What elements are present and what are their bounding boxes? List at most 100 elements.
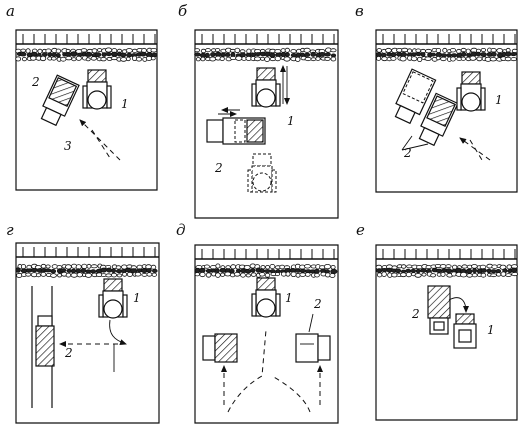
gravel-stone (475, 51, 481, 57)
gravel-stone (399, 56, 407, 62)
gravel-stone (234, 47, 241, 54)
gravel-stone (500, 271, 507, 277)
excavator-cab (256, 277, 276, 291)
gravel-stone (51, 52, 57, 57)
gravel-stone (70, 51, 78, 57)
gravel-stone (214, 48, 221, 52)
excavation-face-b (194, 34, 338, 62)
gravel-stone (209, 56, 217, 62)
gravel-stone (510, 267, 518, 273)
gravel-stone (76, 272, 83, 278)
label-truck-2: 2 (411, 307, 420, 321)
gravel-stone (233, 271, 241, 277)
gravel-stone (410, 56, 418, 62)
gravel-stone (415, 52, 422, 57)
gravel-stone (490, 48, 497, 53)
gravel-stone (35, 273, 42, 278)
gravel-stone (430, 273, 437, 278)
gravel-stone (141, 272, 148, 277)
gravel-stone (376, 272, 383, 278)
truck-divider (234, 119, 246, 143)
excavation-face-e (375, 249, 519, 278)
gravel-stone (253, 56, 261, 62)
gravel-stone (198, 267, 206, 273)
leader-lines-2 (401, 135, 429, 151)
gravel-stone (15, 267, 21, 273)
gravel-stone (445, 268, 453, 274)
panel-label-g: г (6, 221, 14, 239)
gravel-stone (116, 273, 123, 278)
excavation-face-v (375, 34, 518, 63)
gravel-stone (205, 272, 212, 278)
gravel-stone (471, 273, 478, 278)
gravel-stone (146, 268, 152, 273)
gravel-stone (440, 53, 448, 58)
gravel-stone (284, 47, 290, 53)
gravel-stone (264, 56, 271, 62)
gravel-stone (95, 52, 102, 57)
gravel-stone (50, 273, 57, 278)
gravel-stone (274, 55, 281, 62)
gravel-stone (264, 272, 271, 278)
panel-g-frame (15, 242, 160, 424)
gravel-stone (304, 52, 311, 57)
gravel-stone (194, 52, 201, 57)
gravel-stone (442, 47, 448, 53)
excavator-1 (98, 278, 128, 319)
excavator-1 (82, 69, 112, 110)
gravel-stone (259, 272, 266, 277)
gravel-stone (220, 272, 226, 277)
gravel-stone (479, 264, 487, 270)
gravel-stone (40, 263, 47, 269)
gravel-stone (250, 268, 256, 273)
gravel-stone (40, 271, 47, 277)
gravel-stone (124, 267, 132, 273)
truck-body (295, 333, 319, 363)
gravel-stone (75, 55, 82, 61)
excavator-track-right (275, 293, 281, 317)
gravel-stone (29, 55, 37, 61)
gravel-stone (440, 271, 446, 277)
gravel-stone (81, 263, 88, 270)
gravel-stone (496, 48, 504, 54)
gravel-stone (330, 264, 336, 270)
gravel-stone (194, 272, 200, 277)
panel-e-frame (375, 244, 518, 421)
truck-cargo (48, 77, 78, 108)
gravel-stone (405, 271, 412, 278)
gravel-stone (419, 268, 427, 273)
gravel-stone (19, 52, 27, 57)
gravel-stone (215, 272, 221, 278)
gravel-stone (150, 56, 156, 61)
gravel-stone (150, 48, 158, 53)
gravel-stone (381, 56, 388, 62)
dump-truck-2 (35, 315, 55, 367)
excavator-track-left (98, 294, 104, 318)
panel-a: а 2 1 3 (6, 2, 158, 191)
truck-cab (202, 335, 216, 361)
gravel-stone (101, 52, 107, 57)
gravel-stone (329, 273, 336, 278)
gravel-stone (470, 264, 478, 269)
gravel-stone (15, 56, 22, 62)
panel-g: г 1 2 (6, 221, 160, 424)
excavator-track-right (275, 83, 281, 107)
gravel-stone (120, 57, 128, 62)
gravel-stone (30, 51, 38, 57)
gravel-stone (210, 52, 216, 57)
excavator-cab-ghost (252, 153, 272, 167)
gravel-stone (290, 271, 297, 277)
panel-v: в 1 2 (355, 2, 518, 193)
gravel-stone (424, 56, 432, 61)
gravel-stone (460, 56, 466, 61)
gravel-stone (511, 48, 518, 54)
excavator-track-right (106, 85, 112, 109)
excavator-track-left (456, 87, 462, 111)
gravel-stone (126, 271, 133, 277)
gravel-stone (86, 263, 92, 269)
panel-label-a: а (6, 2, 15, 20)
gravel-stone (435, 48, 442, 54)
gravel-stone (495, 272, 502, 277)
gravel-stone (215, 263, 221, 269)
gravel-stone (314, 268, 320, 274)
